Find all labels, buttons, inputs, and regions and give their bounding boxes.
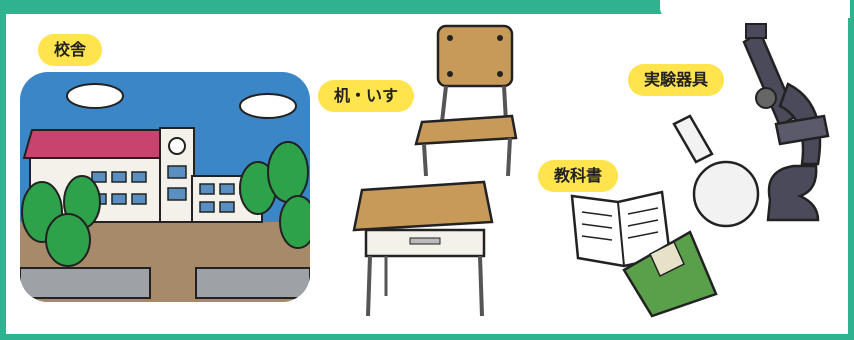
frame-corner-tab: [660, 0, 850, 18]
label-desk-chair: 机・いす: [318, 80, 415, 112]
school-building-icon: [20, 72, 310, 302]
label-textbook: 教科書: [538, 160, 619, 192]
microscope-and-flask-icon: [672, 23, 830, 228]
textbook-icon: [570, 190, 718, 318]
label-school-building: 校舎: [38, 34, 103, 66]
label-lab-equipment: 実験器具: [628, 64, 725, 96]
desk-and-chair-icon: [352, 24, 518, 317]
